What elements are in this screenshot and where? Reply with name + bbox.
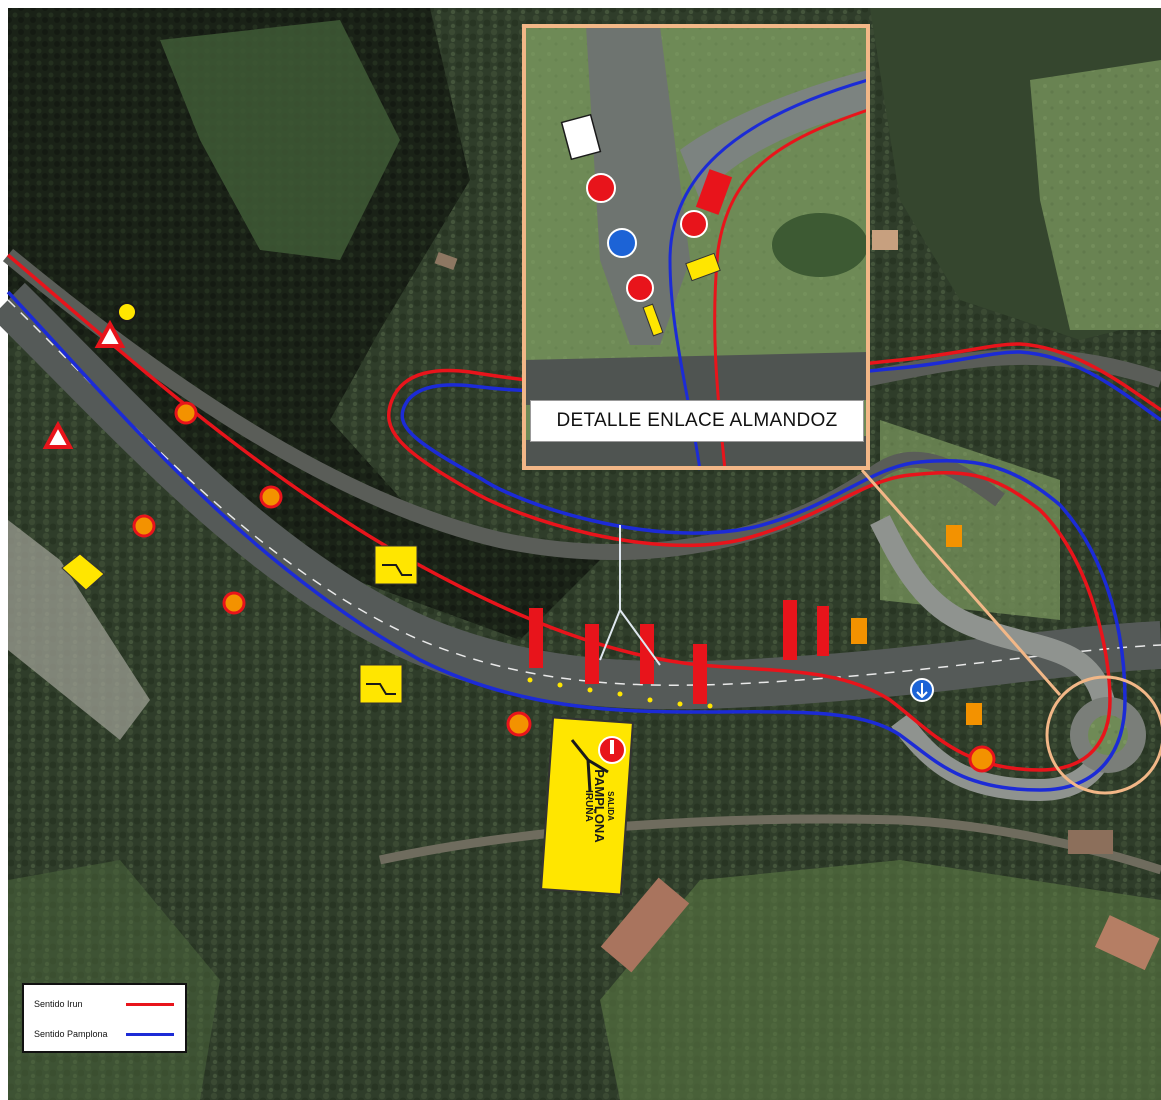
building — [434, 251, 458, 271]
meadow-patch — [160, 20, 400, 260]
meadow-junction — [880, 420, 1060, 620]
meadow-northeast — [1030, 60, 1161, 330]
map-legend: Sentido Irun Sentido Pamplona — [22, 983, 187, 1053]
mandatory-direction-sign — [910, 678, 934, 702]
legend-label: Sentido Irun — [34, 999, 83, 1009]
detail-leader-line — [860, 469, 1062, 696]
exit-sign-pamplona — [540, 716, 634, 896]
highway-lane-marking — [7, 299, 1161, 686]
inset-title: DETALLE ENLACE ALMANDOZ — [530, 400, 864, 442]
building — [1094, 915, 1160, 971]
lane-cones — [527, 677, 713, 709]
building — [872, 230, 898, 250]
upper-road — [2, 248, 1005, 560]
legend-swatch-red — [126, 1002, 174, 1006]
chevron-marker — [529, 525, 982, 725]
dense-forest — [8, 8, 600, 640]
gantry — [599, 525, 661, 666]
fields-south — [600, 860, 1161, 1100]
roundabout-highlight — [1045, 675, 1161, 795]
exit-sign-line: PAMPLONA — [592, 769, 607, 843]
roadwork-sign — [117, 302, 996, 773]
legend-label: Sentido Pamplona — [34, 1029, 108, 1039]
legend-swatch-blue — [126, 1032, 174, 1036]
building — [1068, 830, 1113, 854]
detour-sign — [61, 545, 418, 704]
legend-item-irun: Sentido Irun — [34, 999, 174, 1009]
exit-sign-text: SALIDA PAMPLONA IRUÑA — [560, 766, 616, 846]
road-east — [858, 348, 1161, 388]
clearing — [8, 520, 150, 740]
warning-sign — [42, 319, 126, 449]
building — [600, 877, 690, 973]
legend-item-pamplona: Sentido Pamplona — [34, 1029, 174, 1039]
